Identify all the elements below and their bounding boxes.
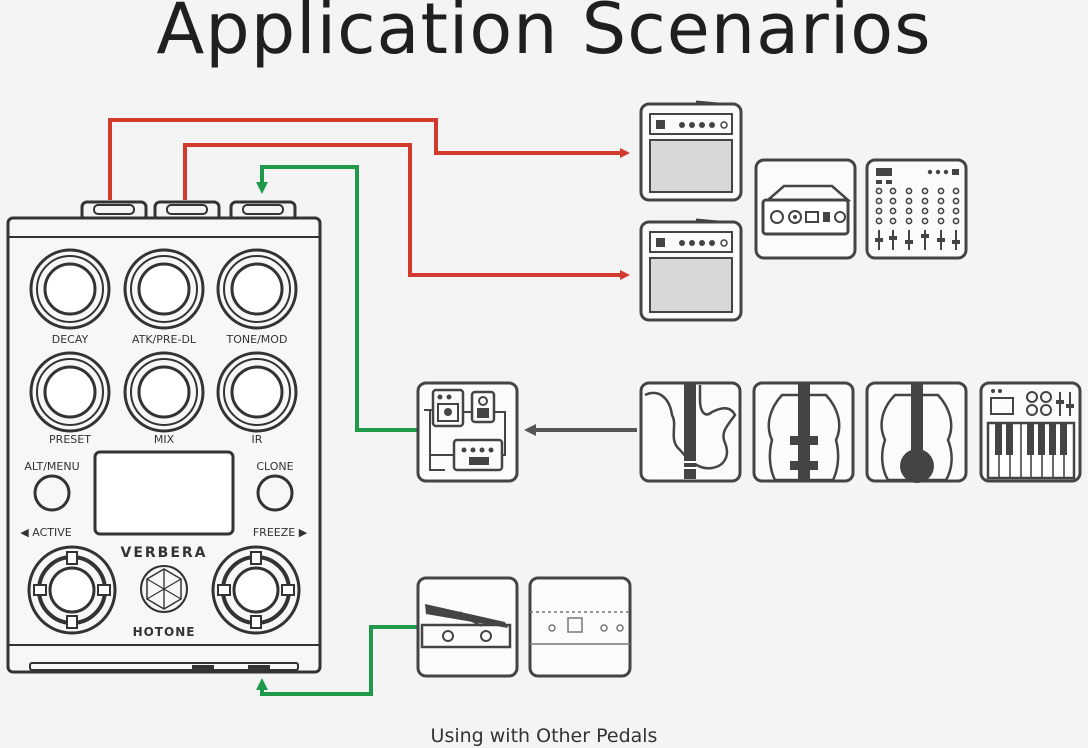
amp-icon: [639, 100, 743, 202]
atk-pre-dl-label: ATK/PRE-DL: [132, 333, 197, 346]
preset-knob: [29, 351, 111, 433]
ir-label: IR: [252, 433, 263, 446]
electric-guitar-icon: [639, 381, 742, 483]
output-line-1: [108, 118, 630, 200]
atk-pre-dl-knob: [123, 248, 205, 330]
mix-knob: [123, 351, 205, 433]
pedal-name: VERBERA: [120, 545, 207, 561]
page-title: Application Scenarios: [156, 0, 932, 70]
footswitch-icon: [528, 576, 632, 678]
hotone-emblem-icon: [140, 565, 188, 613]
input-jack: [229, 200, 297, 222]
amp-icon: [639, 218, 743, 322]
tone-mod-label: TONE/MOD: [226, 333, 288, 346]
decay-label: DECAY: [52, 333, 89, 346]
mix-label: MIX: [154, 433, 175, 446]
freeze-label: FREEZE ▶: [253, 526, 308, 539]
active-footswitch: [27, 545, 117, 635]
input-line-top: [256, 165, 418, 432]
audio-interface-icon: [754, 158, 857, 260]
clone-button: [256, 474, 294, 512]
input-line-bottom: [256, 625, 418, 696]
verbera-pedal: DECAY ATK/PRE-DL TONE/MOD PRESET MIX: [6, 200, 322, 674]
tone-mod-knob: [216, 248, 298, 330]
mixer-icon: [865, 158, 968, 260]
decay-knob: [29, 248, 111, 330]
expression-pedal-icon: [416, 576, 519, 678]
caption: Using with Other Pedals: [430, 725, 658, 747]
alt-menu-label: ALT/MENU: [24, 460, 79, 473]
clone-label: CLONE: [256, 460, 293, 473]
ir-knob: [216, 351, 298, 433]
pedalboard-icon: [416, 381, 519, 483]
output-line-2: [183, 143, 630, 280]
classical-guitar-icon: [865, 381, 968, 483]
keyboard-synth-icon: [979, 381, 1082, 483]
brand-name: HOTONE: [133, 625, 196, 639]
output-jack-2: [153, 200, 221, 222]
freeze-footswitch: [211, 545, 301, 635]
alt-menu-button: [33, 474, 71, 512]
preset-label: PRESET: [49, 433, 91, 446]
display-screen: [93, 450, 235, 536]
acoustic-guitar-icon: [752, 381, 855, 483]
active-label: ◀ ACTIVE: [20, 526, 71, 539]
